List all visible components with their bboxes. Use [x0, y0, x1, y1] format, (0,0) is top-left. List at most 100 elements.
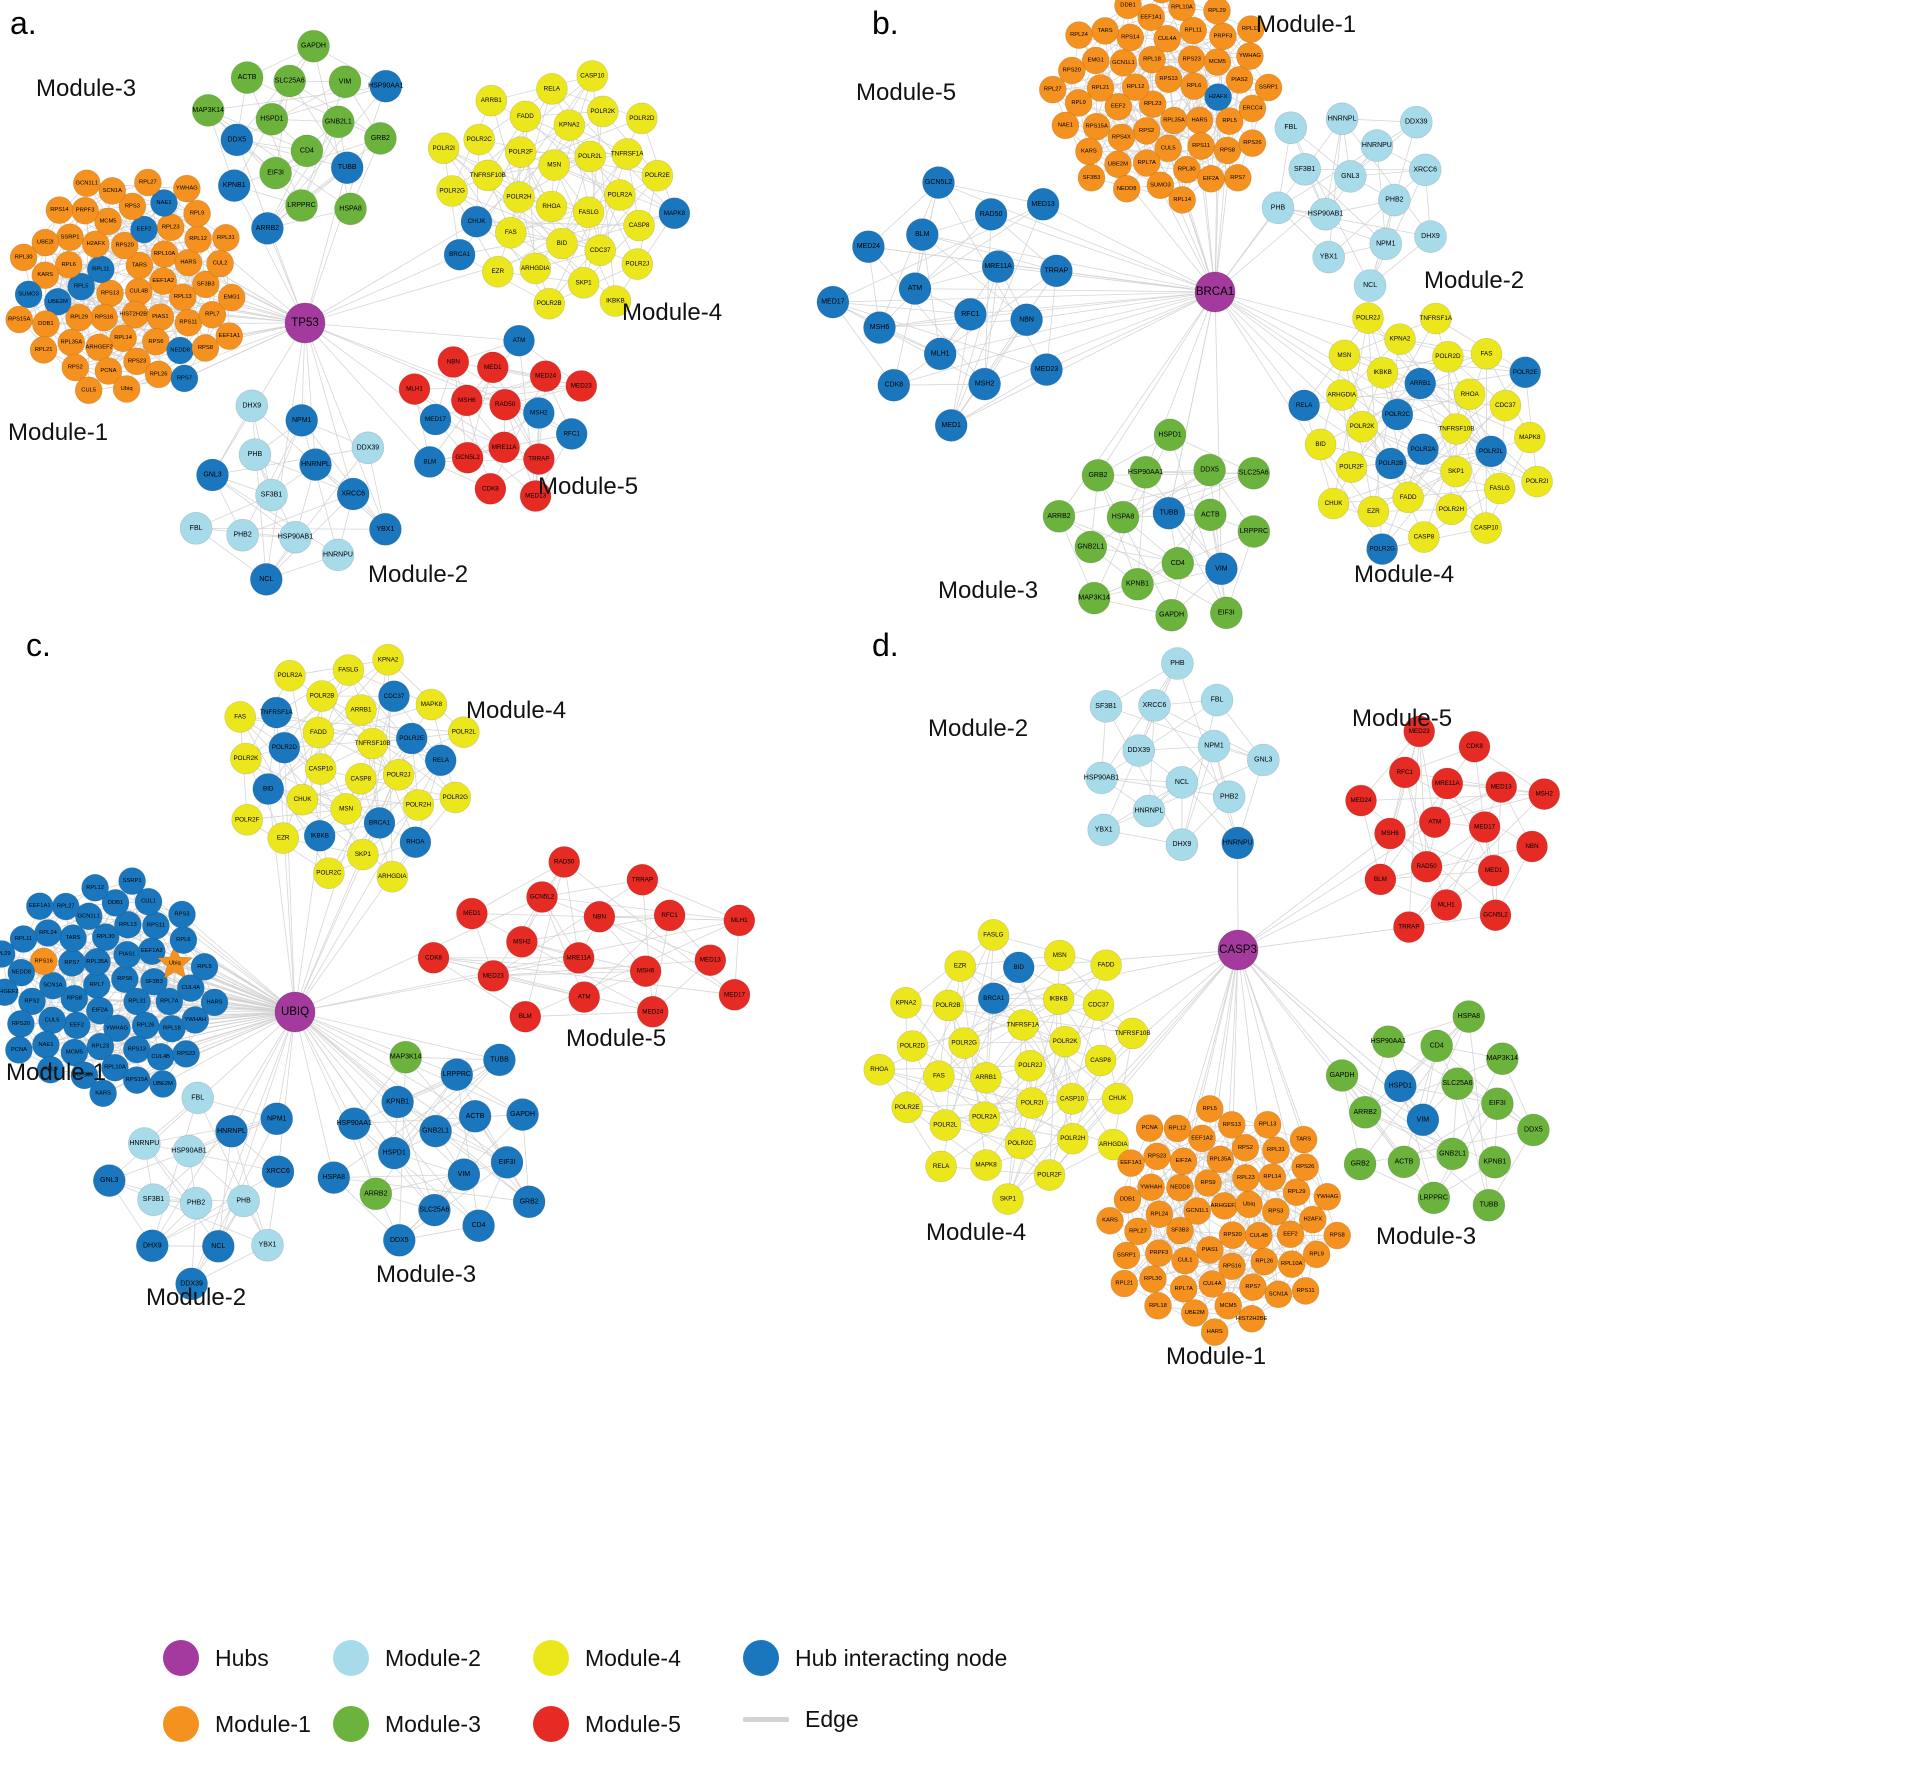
network-node[interactable]: NPM1	[260, 1102, 294, 1136]
network-node[interactable]: MAPK8	[1514, 421, 1546, 454]
network-node[interactable]: RPS4X	[1107, 123, 1136, 152]
network-node[interactable]: MED17	[1468, 811, 1501, 843]
network-node[interactable]: POLR2E	[1509, 356, 1541, 389]
network-node[interactable]: MRE11A	[1431, 767, 1464, 800]
network-node[interactable]: ARHGDIA	[1097, 1128, 1130, 1161]
network-node[interactable]: RPL21	[29, 336, 58, 364]
network-node[interactable]: TARS	[1289, 1125, 1318, 1154]
network-node[interactable]: MSN	[1328, 339, 1361, 372]
network-node[interactable]: RPS8	[1323, 1221, 1351, 1250]
network-node[interactable]: RPL6	[169, 926, 198, 954]
network-node[interactable]: RPL30	[1173, 155, 1201, 184]
network-node[interactable]: RELA	[1288, 389, 1320, 422]
network-node[interactable]: ARRB1	[345, 694, 377, 726]
network-node[interactable]: CUL1	[1171, 1246, 1199, 1275]
network-node[interactable]: TUBB	[1472, 1188, 1506, 1222]
network-node[interactable]: H2AFX	[1299, 1205, 1327, 1234]
network-node[interactable]: RPL30	[91, 923, 120, 951]
network-node[interactable]: MRE11A	[981, 250, 1015, 283]
network-node[interactable]: HNRNPU	[1360, 129, 1394, 162]
network-node[interactable]: MSH2	[522, 397, 555, 429]
network-node[interactable]: DDX39	[1122, 734, 1156, 767]
network-node[interactable]: POLR2H	[1435, 493, 1468, 526]
network-node[interactable]: POLR2C	[463, 123, 496, 156]
network-node[interactable]: CHUK	[1101, 1082, 1134, 1115]
network-node[interactable]: TNFRSF1A	[611, 138, 644, 170]
network-node[interactable]: MED13	[1026, 188, 1060, 221]
network-node[interactable]: RPL27	[1124, 1217, 1152, 1246]
network-node[interactable]: PHB	[238, 438, 272, 472]
network-node[interactable]: HSPA8	[1106, 500, 1140, 534]
network-node[interactable]: POLR2K	[586, 95, 619, 128]
network-node[interactable]: RPL6	[1180, 72, 1208, 100]
network-node[interactable]: CDK8	[1458, 730, 1491, 763]
network-node[interactable]: RPL12	[1163, 1114, 1192, 1143]
network-node[interactable]: CDC37	[378, 680, 410, 713]
network-node[interactable]: CASP8	[1408, 521, 1440, 553]
network-node[interactable]: RPL29	[1282, 1178, 1311, 1206]
network-node[interactable]: TNFRSF10B	[1115, 1017, 1151, 1050]
network-node[interactable]: RPS13	[1218, 1111, 1246, 1139]
network-node[interactable]: RELA	[536, 73, 568, 105]
network-node[interactable]: RPL13	[169, 283, 197, 312]
network-node[interactable]: CASP10	[1470, 512, 1502, 544]
network-node[interactable]: RPS26	[1291, 1153, 1319, 1181]
network-node[interactable]: NBN	[437, 346, 470, 378]
network-node[interactable]: RPL10A	[1277, 1250, 1306, 1278]
network-node[interactable]: HNRNPL	[1325, 102, 1359, 136]
network-node[interactable]: NAE1	[150, 189, 178, 217]
network-node[interactable]: ARHGDIA	[519, 252, 552, 285]
network-node[interactable]: MED17	[718, 978, 751, 1011]
network-node[interactable]: RPL7A	[155, 987, 184, 1016]
network-node[interactable]: POLR2L	[447, 716, 480, 749]
network-node[interactable]: NAE1	[1051, 111, 1080, 140]
network-node[interactable]: LRPPRC	[1417, 1181, 1451, 1215]
network-node[interactable]: MAP3K14	[1077, 581, 1111, 615]
network-node[interactable]: SKP1	[992, 1183, 1024, 1215]
network-node[interactable]: RPL26	[131, 1011, 160, 1040]
network-node[interactable]: RPL29	[0, 940, 16, 968]
network-node[interactable]: MED1	[934, 409, 968, 442]
network-node[interactable]: RPL18	[1144, 1292, 1172, 1320]
network-node[interactable]: RPL7	[198, 300, 227, 329]
network-node[interactable]: LRPPRC	[1237, 515, 1271, 548]
network-node[interactable]: MLH1	[1430, 889, 1463, 921]
network-node[interactable]: POLR2B	[932, 989, 965, 1022]
network-node[interactable]: HSPA8	[317, 1161, 351, 1194]
network-node[interactable]: Ubiq	[1235, 1190, 1263, 1219]
network-node[interactable]: GCN1L1	[73, 169, 101, 198]
network-node[interactable]: HSP90AB1	[278, 520, 314, 554]
network-node[interactable]: RPL27	[1039, 75, 1067, 104]
network-node[interactable]: RFC1	[555, 418, 588, 450]
network-node[interactable]: PHB2	[226, 518, 259, 552]
network-node[interactable]: TNFRSF10B	[355, 727, 391, 760]
network-node[interactable]: RPL14	[1258, 1163, 1287, 1191]
network-node[interactable]: MCM5	[1214, 1292, 1242, 1320]
network-node[interactable]: RPL18	[1138, 45, 1166, 74]
network-node[interactable]: MED17	[419, 403, 452, 436]
network-node[interactable]: HSPD1	[255, 102, 289, 136]
network-node[interactable]: RPL13	[1253, 1110, 1282, 1139]
network-node[interactable]: SKP1	[567, 266, 600, 299]
network-node[interactable]: HARS	[1200, 1318, 1229, 1346]
network-node[interactable]: IKBKB	[599, 285, 632, 317]
network-node[interactable]: RPL27	[134, 168, 162, 197]
network-node[interactable]: BLM	[413, 446, 446, 478]
network-node[interactable]: RAD50	[1410, 850, 1443, 883]
network-node[interactable]: NCL	[1353, 269, 1387, 302]
network-node[interactable]: PCNA	[94, 357, 123, 385]
network-node[interactable]: EIF3I	[490, 1146, 524, 1179]
network-node[interactable]: RPS14	[45, 196, 74, 224]
network-node[interactable]: ARRB1	[475, 84, 508, 117]
network-node[interactable]: YBX1	[1312, 240, 1345, 274]
network-node[interactable]: POLR2E	[395, 722, 428, 755]
network-node[interactable]: KPNA2	[372, 643, 404, 676]
network-node[interactable]: RPL10A	[101, 1053, 129, 1082]
network-node[interactable]: RPL18	[158, 1014, 186, 1043]
network-node[interactable]: MED24	[852, 230, 885, 263]
network-node[interactable]: GAPDH	[1155, 598, 1188, 632]
network-node[interactable]: ACTB	[230, 61, 264, 94]
network-node[interactable]: HSP90AA1	[1128, 455, 1164, 489]
network-node[interactable]: ARRB2	[251, 212, 284, 245]
network-node[interactable]: PHB2	[1378, 183, 1411, 217]
